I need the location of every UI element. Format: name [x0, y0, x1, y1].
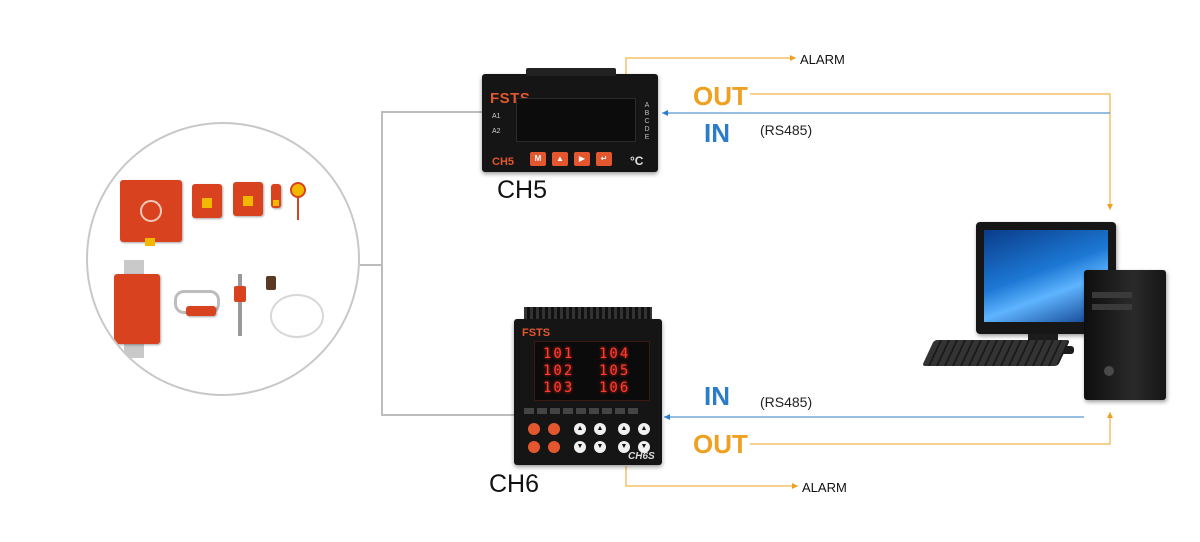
- sensor-box-icon: [120, 180, 182, 246]
- ch5-protocol-label: (RS485): [760, 122, 813, 138]
- ch5-model-tag: CH5: [492, 156, 515, 168]
- ch6-key[interactable]: [548, 441, 560, 453]
- sensor-module-icon: [192, 184, 222, 218]
- ch5-indicator-a2: A2: [492, 128, 501, 135]
- sensor-probe-icon: [271, 184, 281, 208]
- ch6-key-down[interactable]: ▼: [638, 441, 650, 453]
- ch6-key[interactable]: [528, 441, 540, 453]
- ch6-out-label: OUT: [693, 429, 748, 459]
- ch6-key-down[interactable]: ▼: [594, 441, 606, 453]
- ch5-alarm-label: ALARM: [800, 52, 845, 67]
- ch6-key[interactable]: [548, 423, 560, 435]
- ch5-in-label: IN: [704, 118, 730, 148]
- ch6-key-down[interactable]: ▼: [574, 441, 586, 453]
- cable-sensor-icon: [266, 276, 276, 290]
- ch6-indicator-row: [524, 401, 654, 414]
- ch6-out-arrow: [750, 412, 1113, 445]
- ch6-reading: 101: [543, 346, 575, 362]
- ch5-out-arrow: [750, 93, 1113, 210]
- ch5-key-right[interactable]: ▶: [574, 152, 590, 166]
- ch5-label: CH5: [497, 176, 548, 204]
- keyboard-icon: [921, 340, 1071, 366]
- sensor-bus-line: [381, 111, 514, 416]
- ch6-label: CH6: [489, 470, 540, 498]
- sensor-module-icon: [233, 182, 263, 216]
- ch6-key[interactable]: [528, 423, 540, 435]
- ch6-alarm-label: ALARM: [802, 480, 847, 495]
- ch5-indicator-a1: A1: [492, 113, 501, 120]
- ch6-key-up[interactable]: ▲: [638, 423, 650, 435]
- ch6-key-up[interactable]: ▲: [618, 423, 630, 435]
- ch5-display: [516, 98, 636, 142]
- ch6-key-down[interactable]: ▼: [618, 441, 630, 453]
- sensor-collection-icon: [86, 122, 360, 396]
- ch6-key-up[interactable]: ▲: [574, 423, 586, 435]
- ring-sensor-icon: [290, 182, 306, 198]
- ch5-key-up[interactable]: ▲: [552, 152, 568, 166]
- ch6-in-label: IN: [704, 381, 730, 411]
- clamp-sensor-icon: [186, 306, 216, 316]
- ch6-key-up[interactable]: ▲: [594, 423, 606, 435]
- ch6-brand: FSTS: [522, 327, 551, 339]
- ch5-unit: °C: [630, 154, 644, 168]
- ch6-reading: 103: [543, 380, 575, 396]
- ch6-alarm-arrow: [625, 466, 798, 489]
- ch5-key-mode[interactable]: M: [530, 152, 546, 166]
- ch6-reading: 105: [599, 363, 631, 379]
- pc-tower-icon: [1084, 270, 1166, 400]
- ch6-display: 101 104 102 105 103 106: [534, 341, 650, 401]
- ch6-reading: 104: [599, 346, 631, 362]
- controller-ch5-icon: FSTS A1 A2 A B C D E CH5 M ▲ ▶ ↵ °C: [482, 68, 658, 172]
- controller-ch6-icon: FSTS 101 104 102 105 103 106 ▲ ▲ ▲ ▲ ▼ ▼…: [514, 307, 662, 465]
- needle-probe-icon: [238, 274, 242, 336]
- ch5-side-letters: A B C D E: [644, 102, 650, 141]
- ch5-alarm-arrow: [625, 55, 796, 74]
- ch5-out-label: OUT: [693, 81, 748, 111]
- cable-coil-icon: [270, 294, 324, 338]
- ch6-reading: 102: [543, 363, 575, 379]
- ch6-reading: 106: [599, 380, 631, 396]
- ch6-model-tag: CH6S: [628, 451, 655, 462]
- ch6-protocol-label: (RS485): [760, 394, 813, 410]
- sensor-enclosure-icon: [114, 274, 160, 344]
- ch5-key-enter[interactable]: ↵: [596, 152, 612, 166]
